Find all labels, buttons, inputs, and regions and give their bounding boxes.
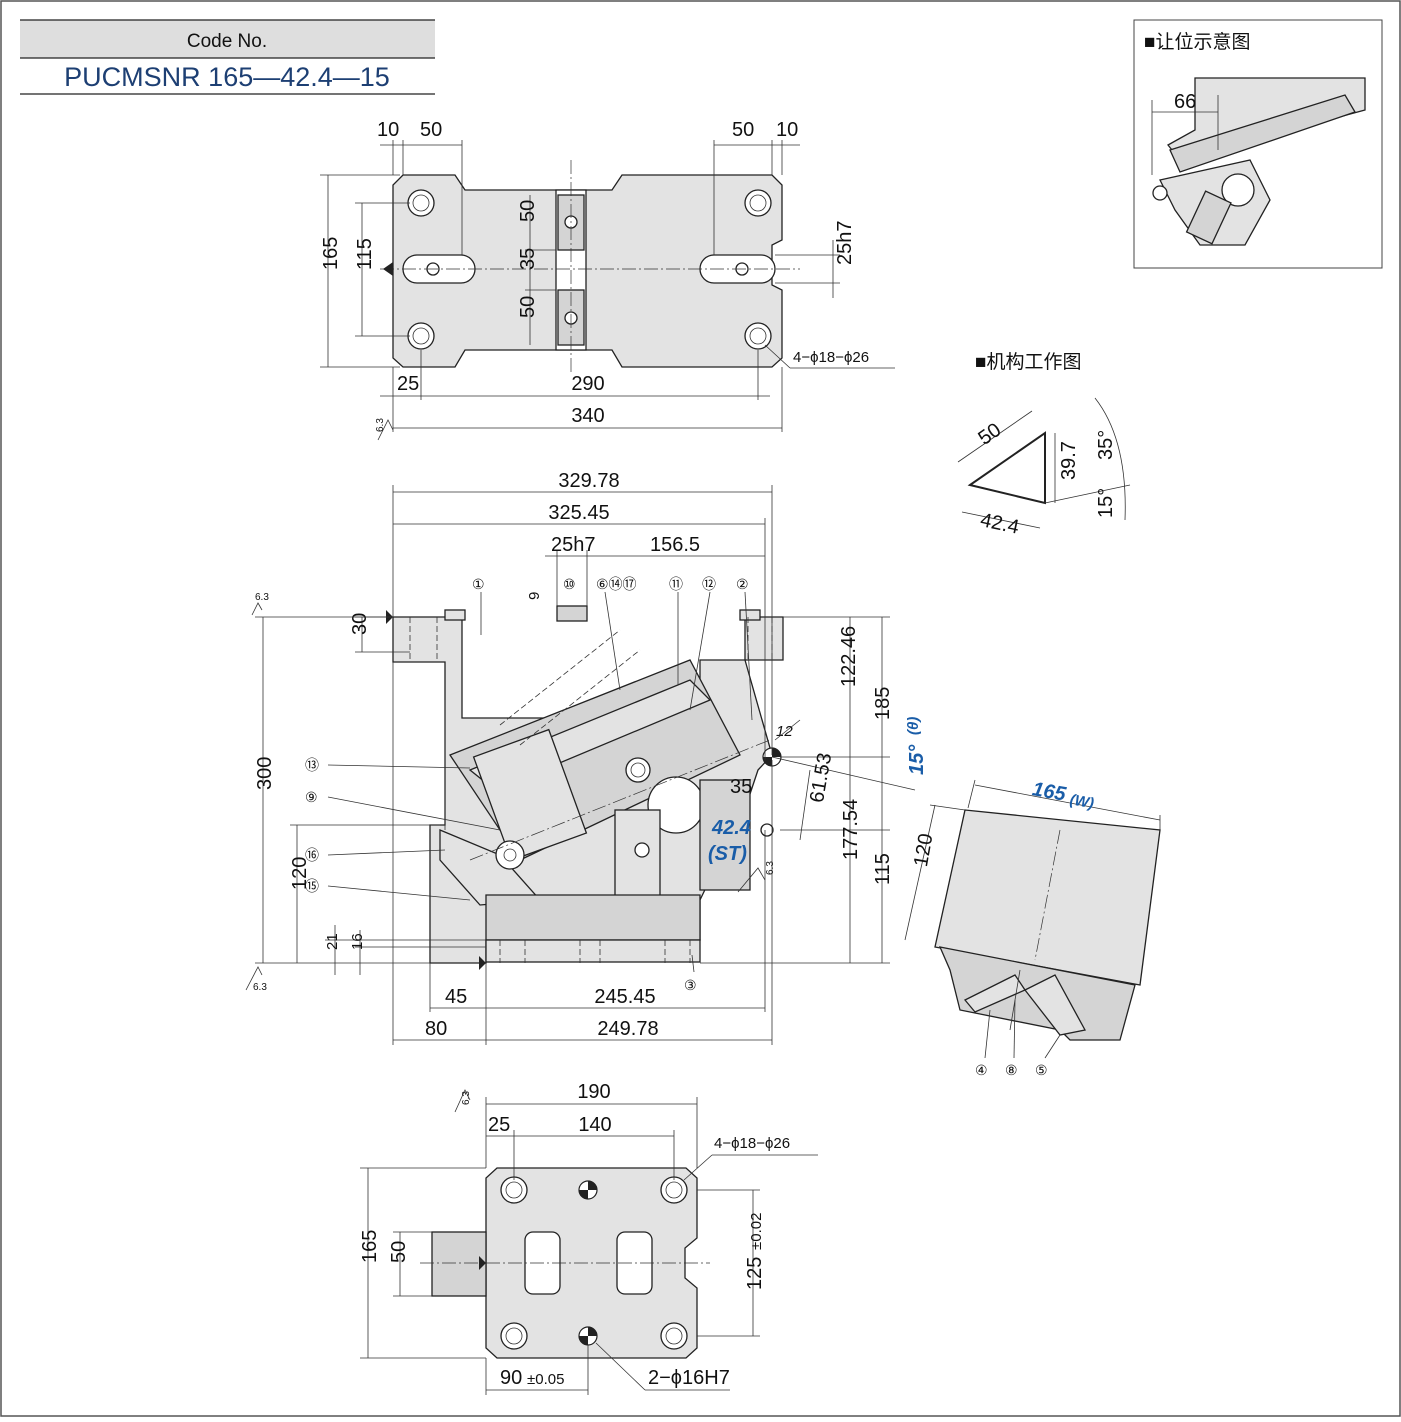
bottom-dim-140: 140 <box>578 1114 611 1136</box>
front-dim-156-5: 156.5 <box>650 534 700 556</box>
code-block: Code No. PUCMSNR 165—42.4—15 <box>20 19 435 95</box>
front-dim-245-45: 245.45 <box>594 986 655 1008</box>
mech-dim-15deg: 15° <box>1095 488 1117 518</box>
front-angle: 15° <box>906 744 928 775</box>
callout-5: ⑤ <box>1035 1062 1048 1078</box>
callout-10: ⑩ <box>563 576 576 592</box>
front-dim-185: 185 <box>872 687 894 720</box>
front-stroke-sym: (ST) <box>708 843 747 865</box>
bottom-dim-25: 25 <box>488 1114 510 1136</box>
mech-dim-42-4: 42.4 <box>978 509 1021 539</box>
side-dim-width-sym: (W) <box>1068 791 1095 812</box>
side-dim-height: 120 <box>910 832 937 869</box>
front-dim-35: 35 <box>730 776 752 798</box>
bottom-dim-190: 190 <box>577 1081 610 1103</box>
front-dim-329-78: 329.78 <box>558 470 619 492</box>
clearance-inset: ■让位示意图 66 <box>1133 19 1383 269</box>
front-dim-21: 21 <box>324 933 341 950</box>
front-dim-30: 30 <box>349 613 371 635</box>
front-dim-325-45: 325.45 <box>548 502 609 524</box>
front-stroke: 42.4 <box>711 817 751 839</box>
callout-11: ⑪ <box>669 576 683 592</box>
top-dim-25h7: 25h7 <box>834 221 856 266</box>
top-view: 10 50 50 10 165 115 50 35 50 25h7 4−ϕ18−… <box>320 119 895 441</box>
front-dim-16: 16 <box>349 933 366 950</box>
top-dim-340: 340 <box>571 405 604 427</box>
top-dim-holes: 4−ϕ18−ϕ26 <box>793 349 869 366</box>
front-dim-80: 80 <box>425 1018 447 1040</box>
callout-3: ③ <box>684 977 697 993</box>
front-dim-249-78: 249.78 <box>597 1018 658 1040</box>
front-rough-bottom: 6.3 <box>253 982 267 993</box>
bottom-dim-90: 90 <box>500 1367 522 1389</box>
callout-13: ⑬ <box>305 757 319 773</box>
bottom-holes <box>500 1176 688 1350</box>
bottom-rough: 6.3 <box>461 1091 472 1105</box>
callout-12: ⑫ <box>702 576 716 592</box>
top-dim-115: 115 <box>354 238 376 270</box>
bottom-dim-125-tol: ±0.02 <box>748 1213 765 1250</box>
top-dim-50-a: 50 <box>517 200 539 222</box>
callout-9: ⑨ <box>305 789 318 805</box>
front-dim-61-53: 61.53 <box>806 751 836 804</box>
clearance-dim: 66 <box>1174 91 1196 113</box>
front-angle-sym: (θ) <box>905 717 922 735</box>
bottom-dim-holes: 4−ϕ18−ϕ26 <box>714 1135 790 1152</box>
front-rough-top: 6.3 <box>255 592 269 603</box>
top-dim-25: 25 <box>397 373 419 395</box>
top-holes <box>407 189 772 350</box>
callout-2: ② <box>736 576 749 592</box>
front-dim-120: 120 <box>289 857 311 890</box>
bottom-dim-50: 50 <box>388 1241 410 1263</box>
top-dim-35: 35 <box>517 248 539 270</box>
callout-4: ④ <box>975 1062 988 1078</box>
front-dim-115: 115 <box>872 853 894 885</box>
code-label: Code No. <box>187 31 267 52</box>
front-rough-side: 6.3 <box>765 861 776 875</box>
callout-15: ⑮ <box>305 878 319 894</box>
mechanism-inset: ■机构工作图 50 39.7 42.4 35° 15° <box>957 351 1131 539</box>
mech-dim-35deg: 35° <box>1095 430 1117 460</box>
front-dim-45: 45 <box>445 986 467 1008</box>
top-dim-10-right: 10 <box>776 119 798 141</box>
top-dim-10-left: 10 <box>377 119 399 141</box>
clearance-title: ■让位示意图 <box>1144 31 1250 53</box>
front-dim-25h7: 25h7 <box>551 534 596 556</box>
callout-6-14-17: ⑥⑭⑰ <box>596 576 637 592</box>
front-view: 329.78 325.45 25h7 156.5 9 30 300 6.3 6.… <box>245 470 928 1045</box>
bottom-dim-pins: 2−ϕ16H7 <box>648 1367 730 1389</box>
top-dim-50-right: 50 <box>732 119 754 141</box>
callout-1: ① <box>472 576 485 592</box>
side-view: 165 (W) 120 ④ ⑧ ⑤ <box>904 778 1161 1078</box>
top-dim-290: 290 <box>571 373 604 395</box>
bottom-dim-125: 125 <box>744 1257 766 1290</box>
side-dim-width: 165 <box>1031 778 1069 806</box>
code-value: PUCMSNR 165—42.4—15 <box>64 62 390 92</box>
front-dim-122-46: 122.46 <box>838 626 860 687</box>
front-dim-9: 9 <box>526 592 543 600</box>
callout-8: ⑧ <box>1005 1062 1018 1078</box>
top-dim-165: 165 <box>320 237 342 270</box>
top-dim-50-b: 50 <box>517 296 539 318</box>
front-dim-177-54: 177.54 <box>840 799 862 860</box>
top-rough: 6.3 <box>375 418 386 432</box>
front-dim-300: 300 <box>254 757 276 790</box>
mech-dim-50: 50 <box>974 419 1005 450</box>
bottom-view: 190 25 140 6.3 4−ϕ18−ϕ26 165 50 125 ±0.0… <box>359 1081 818 1395</box>
mechanism-title: ■机构工作图 <box>975 351 1081 373</box>
callout-16: ⑯ <box>305 847 319 863</box>
bottom-dim-90-tol: ±0.05 <box>527 1371 564 1388</box>
mech-dim-39-7: 39.7 <box>1058 441 1080 480</box>
top-dim-50-left: 50 <box>420 119 442 141</box>
bottom-dim-165: 165 <box>359 1230 381 1263</box>
